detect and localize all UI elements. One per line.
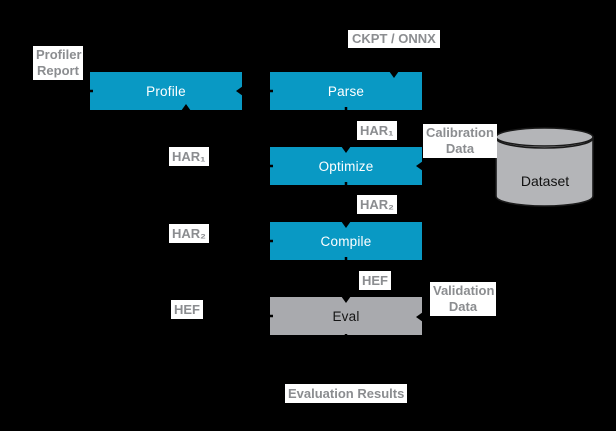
parse-step-label: Parse <box>327 83 365 99</box>
hef-label-left: HEF <box>171 300 203 319</box>
har1-label-mid: HAR₁ <box>357 121 397 140</box>
ckpt-onnx-label: CKPT / ONNX <box>348 30 440 48</box>
eval-step-label: Eval <box>332 308 360 324</box>
eval-step-box: Eval <box>270 297 422 335</box>
dataset-label: Dataset <box>521 173 569 189</box>
optimize-step-box: Optimize <box>270 147 422 185</box>
arrow-calibration-to-optimize <box>421 159 462 168</box>
parse-step-box: Parse <box>270 72 422 110</box>
arrowhead-into-report <box>52 80 62 87</box>
arrowhead-into-profile-right <box>236 86 243 96</box>
profile-step-label: Profile <box>146 83 186 99</box>
evaluation-results-label: Evaluation Results <box>285 384 408 403</box>
dataset-cylinder-lid-line <box>495 137 594 149</box>
dataset-cylinder: Dataset <box>495 127 594 207</box>
compile-step-label: Compile <box>320 233 372 249</box>
dataset-cylinder-top <box>495 127 594 147</box>
profile-step-box: Profile <box>90 72 242 110</box>
arrowhead-into-profile-bottom <box>181 104 191 111</box>
har2-label-left: HAR₂ <box>169 224 209 243</box>
arrowhead-into-eval-top <box>341 296 351 303</box>
dataset-cylinder-body <box>495 136 594 207</box>
arrowhead-into-eval-right <box>416 312 423 322</box>
optimize-step-label: Optimize <box>318 158 374 174</box>
arrow-profile-to-report <box>55 82 93 93</box>
arrowhead-into-parse-top <box>389 71 399 78</box>
har1-label-left: HAR₁ <box>169 147 209 166</box>
hef-label-mid: HEF <box>359 271 391 290</box>
validation-data-label: Validation Data <box>430 282 496 316</box>
arrowhead-into-compile-top <box>341 221 351 228</box>
calibration-data-label: Calibration Data <box>423 124 497 158</box>
compile-step-box: Compile <box>270 222 422 260</box>
arrowhead-into-results <box>342 376 352 383</box>
har2-label-mid: HAR₂ <box>357 195 397 214</box>
arrowhead-into-optimize-top <box>341 146 351 153</box>
arrowhead-into-validation <box>500 294 507 302</box>
arrowhead-into-optimize-right <box>416 161 423 171</box>
profiler-report-label: Profiler Report <box>33 46 83 80</box>
line-dataset-to-validation <box>504 205 547 300</box>
